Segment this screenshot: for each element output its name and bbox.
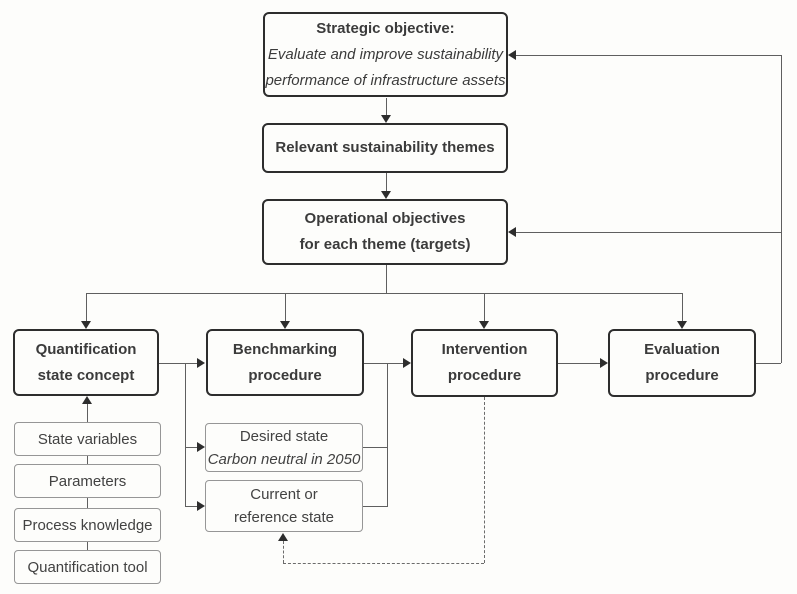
branch-to-current-state-line <box>185 506 198 507</box>
dashed-intervention-down-line <box>484 397 485 563</box>
sustainability-themes-label: Relevant sustainability themes <box>275 139 495 156</box>
connector-quantification-to-benchmarking-line <box>158 363 198 364</box>
process-knowledge-label: Process knowledge <box>22 516 153 534</box>
operational-objectives-line-2: for each theme (targets) <box>299 236 471 253</box>
quantification-state-concept-line-2: state concept <box>37 366 135 384</box>
distribution-line <box>86 293 683 294</box>
arrowhead-into-quantification-bottom-icon <box>82 396 92 404</box>
current-state-line-2: reference state <box>233 509 335 526</box>
branch-to-desired-state-line <box>185 447 198 448</box>
arrowhead-intervention-to-evaluation-icon <box>600 358 608 368</box>
benchmarking-procedure-line-2: procedure <box>248 366 322 384</box>
drop-to-quantification-line <box>86 293 87 322</box>
desired-state-output-line <box>363 447 387 448</box>
arrowhead-quantification-to-benchmarking-icon <box>197 358 205 368</box>
process-knowledge-quantification-tool-link-line <box>87 542 88 550</box>
intervention-procedure-line-1: Intervention <box>441 341 528 358</box>
state-variables-to-quantification-line <box>87 403 88 422</box>
strategic-objective-subtitle-1: Evaluate and improve sustainability <box>267 45 504 63</box>
drop-to-evaluation-line <box>682 293 683 322</box>
arrowhead-into-operational-icon <box>381 191 391 199</box>
arrowhead-benchmarking-to-intervention-icon <box>403 358 411 368</box>
arrowhead-into-intervention-icon <box>479 321 489 329</box>
current-state-box: Current or reference state <box>205 480 363 532</box>
benchmarking-procedure-line-1: Benchmarking <box>232 340 338 358</box>
connector-intervention-to-evaluation-line <box>558 363 601 364</box>
arrowhead-into-evaluation-icon <box>677 321 687 329</box>
arrowhead-into-current-state-icon <box>197 501 205 511</box>
evaluation-procedure-line-2: procedure <box>645 367 719 384</box>
branch-to-state-boxes-line <box>185 363 186 507</box>
connector-strategic-to-themes-line <box>386 98 387 116</box>
parameters-box: Parameters <box>14 464 161 498</box>
arrowhead-into-quantification-icon <box>81 321 91 329</box>
state-boxes-merge-line <box>387 363 388 507</box>
feedback-to-operational-line <box>516 232 781 233</box>
intervention-procedure-box: Intervention procedure <box>411 329 558 397</box>
state-variables-parameters-link-line <box>87 456 88 464</box>
desired-state-line-2: Carbon neutral in 2050 <box>207 450 361 468</box>
quantification-tool-label: Quantification tool <box>27 558 148 576</box>
strategic-objective-box: Strategic objective: Evaluate and improv… <box>263 12 508 97</box>
evaluation-procedure-box: Evaluation procedure <box>608 329 756 397</box>
current-state-line-1: Current or <box>250 486 318 503</box>
quantification-tool-box: Quantification tool <box>14 550 161 584</box>
evaluation-output-line <box>756 363 781 364</box>
quantification-state-concept-line-1: Quantification <box>35 340 137 358</box>
connector-benchmarking-to-intervention-line <box>364 363 404 364</box>
current-state-output-line <box>363 506 387 507</box>
parameters-label: Parameters <box>48 472 127 490</box>
arrowhead-into-desired-state-icon <box>197 442 205 452</box>
arrowhead-feedback-into-strategic-icon <box>508 50 516 60</box>
arrowhead-dashed-into-current-state-icon <box>278 533 288 541</box>
desired-state-box: Desired state Carbon neutral in 2050 <box>205 423 363 472</box>
connector-themes-to-operational-line <box>386 173 387 192</box>
feedback-vertical-line <box>781 55 782 363</box>
dashed-bottom-line <box>283 563 484 564</box>
benchmarking-procedure-box: Benchmarking procedure <box>206 329 364 396</box>
intervention-procedure-line-2: procedure <box>447 367 522 384</box>
arrowhead-into-benchmarking-icon <box>280 321 290 329</box>
arrowhead-feedback-into-operational-icon <box>508 227 516 237</box>
quantification-state-concept-box: Quantification state concept <box>13 329 159 396</box>
operational-objectives-box: Operational objectives for each theme (t… <box>262 199 508 265</box>
strategic-objective-title: Strategic objective: <box>316 19 455 37</box>
feedback-to-strategic-line <box>516 55 781 56</box>
evaluation-procedure-line-1: Evaluation <box>644 341 720 358</box>
strategic-objective-subtitle-2: performance of infrastructure assets <box>265 71 506 89</box>
arrowhead-into-themes-icon <box>381 115 391 123</box>
operational-objectives-line-1: Operational objectives <box>304 210 466 227</box>
state-variables-label: State variables <box>37 430 138 448</box>
state-variables-box: State variables <box>14 422 161 456</box>
drop-to-benchmarking-line <box>285 293 286 322</box>
process-knowledge-box: Process knowledge <box>14 508 161 542</box>
parameters-process-knowledge-link-line <box>87 498 88 508</box>
dashed-up-to-current-state-line <box>283 541 284 563</box>
connector-operational-to-distribution-line <box>386 265 387 293</box>
desired-state-line-1: Desired state <box>239 427 329 445</box>
drop-to-intervention-line <box>484 293 485 322</box>
sustainability-themes-box: Relevant sustainability themes <box>262 123 508 173</box>
